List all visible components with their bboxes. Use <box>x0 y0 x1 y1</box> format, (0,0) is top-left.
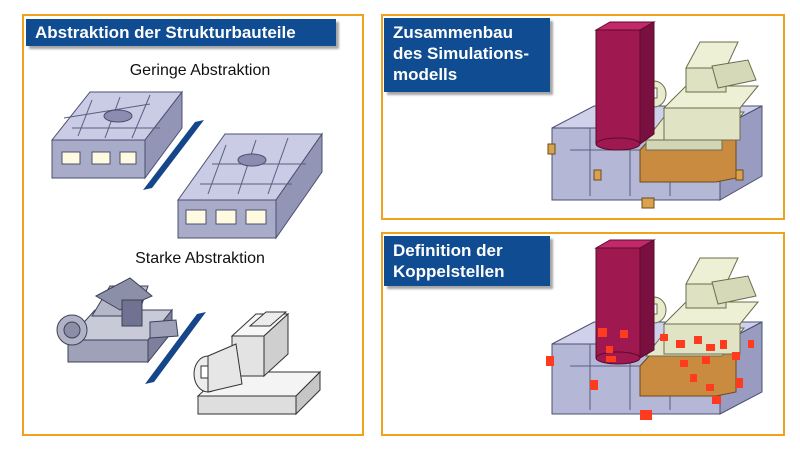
panel-title-assembly-line-2: des Simulations- <box>393 44 530 63</box>
caption-low-abstraction: Geringe Abstraktion <box>129 62 271 79</box>
simplified-spindle-unit <box>193 311 322 416</box>
panel-title-assembly-line-1: Zusammenbau <box>393 23 513 42</box>
panel-title-coupling: Definition der Koppelstellen <box>384 236 550 286</box>
caption-high-abstraction: Starke Abstraktion <box>135 250 265 267</box>
arrow-divider-2 <box>145 312 206 384</box>
panel-title-assembly: Zusammenbau des Simulations- modells <box>384 18 550 92</box>
coupling-model <box>546 239 763 420</box>
panel-title-coupling-line-1: Definition der <box>393 241 503 260</box>
simplified-machine-bed <box>177 132 323 240</box>
arrow-divider-1 <box>143 120 204 190</box>
panel-title-coupling-line-2: Koppelstellen <box>393 262 505 281</box>
assembly-model <box>547 21 763 209</box>
detailed-spindle-unit <box>56 277 179 364</box>
panel-title-assembly-line-3: modells <box>393 65 458 84</box>
panel-title-abstraction: Abstraktion der Strukturbauteile <box>26 19 336 46</box>
detailed-machine-bed <box>50 90 184 180</box>
coupling-points <box>546 328 754 420</box>
